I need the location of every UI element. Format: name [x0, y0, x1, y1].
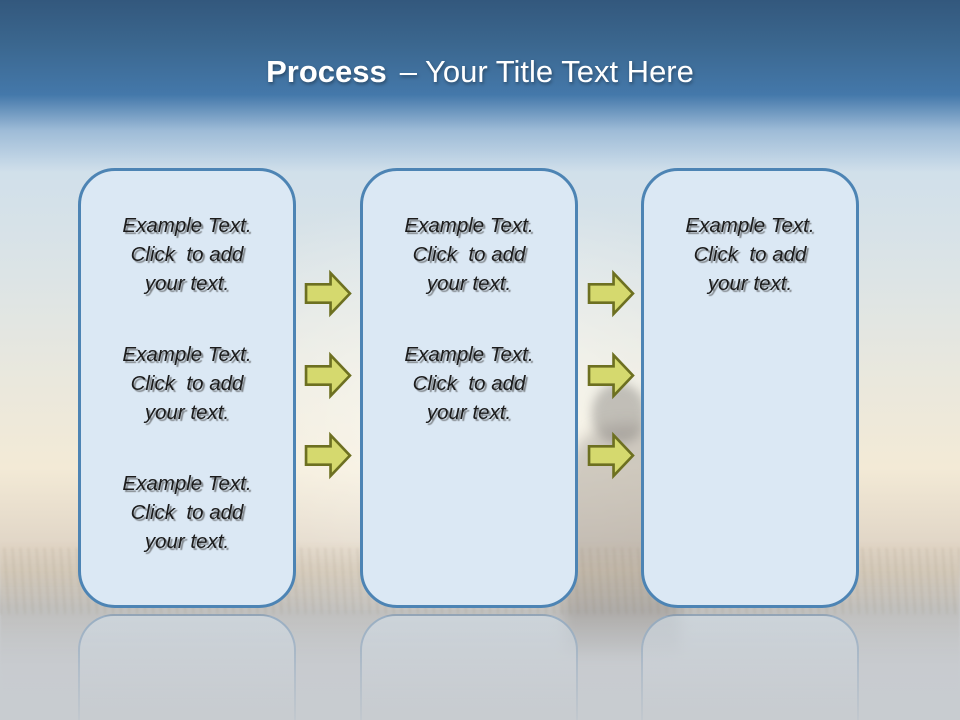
paragraph-line: your text.: [144, 401, 230, 424]
paragraph-line: Example Text.: [404, 343, 534, 366]
right-arrow-icon: [587, 351, 635, 400]
paragraph-line: Example Text.: [122, 343, 252, 366]
process-box-step-3[interactable]: Example Text. Click to add your text.: [641, 168, 859, 608]
placeholder-paragraph[interactable]: Example Text. Click to add your text.: [81, 340, 293, 427]
right-arrow-icon: [587, 431, 635, 480]
box-reflection-2: [360, 614, 578, 720]
paragraph-line: Click to add: [130, 501, 244, 524]
right-arrow-icon: [304, 351, 352, 400]
right-arrow-icon: [304, 269, 352, 318]
box-reflection-3: [641, 614, 859, 720]
process-box-step-2[interactable]: Example Text. Click to add your text. Ex…: [360, 168, 578, 608]
right-arrow-icon: [587, 269, 635, 318]
paragraph-line: your text.: [707, 272, 793, 295]
placeholder-paragraph[interactable]: Example Text. Click to add your text.: [363, 211, 575, 298]
right-arrow-shape: [304, 351, 352, 400]
placeholder-paragraph[interactable]: Example Text. Click to add your text.: [81, 469, 293, 556]
right-arrow-icon: [304, 431, 352, 480]
paragraph-line: Example Text.: [404, 214, 534, 237]
process-box-step-1[interactable]: Example Text. Click to add your text. Ex…: [78, 168, 296, 608]
paragraph-line: Example Text.: [685, 214, 815, 237]
paragraph-line: Click to add: [693, 243, 807, 266]
person-silhouette-head: [592, 383, 646, 443]
header-band: [0, 0, 960, 172]
placeholder-paragraph[interactable]: Example Text. Click to add your text.: [81, 211, 293, 298]
paragraph-line: your text.: [144, 530, 230, 553]
right-arrow-shape: [304, 431, 352, 480]
right-arrow-shape: [587, 269, 635, 318]
paragraph-line: Click to add: [412, 372, 526, 395]
title-emphasis[interactable]: Process: [266, 54, 387, 89]
paragraph-line: Example Text.: [122, 214, 252, 237]
paragraph-line: your text.: [144, 272, 230, 295]
paragraph-line: your text.: [426, 401, 512, 424]
slide-title[interactable]: Process – Your Title Text Here: [0, 52, 960, 92]
right-arrow-shape: [587, 431, 635, 480]
box-reflection-1: [78, 614, 296, 720]
paragraph-line: Click to add: [130, 372, 244, 395]
placeholder-paragraph[interactable]: Example Text. Click to add your text.: [644, 211, 856, 298]
title-placeholder-text[interactable]: – Your Title Text Here: [399, 54, 694, 89]
paragraph-line: your text.: [426, 272, 512, 295]
placeholder-paragraph[interactable]: Example Text. Click to add your text.: [363, 340, 575, 427]
right-arrow-shape: [304, 269, 352, 318]
paragraph-line: Click to add: [130, 243, 244, 266]
right-arrow-shape: [587, 351, 635, 400]
paragraph-line: Example Text.: [122, 472, 252, 495]
paragraph-line: Click to add: [412, 243, 526, 266]
